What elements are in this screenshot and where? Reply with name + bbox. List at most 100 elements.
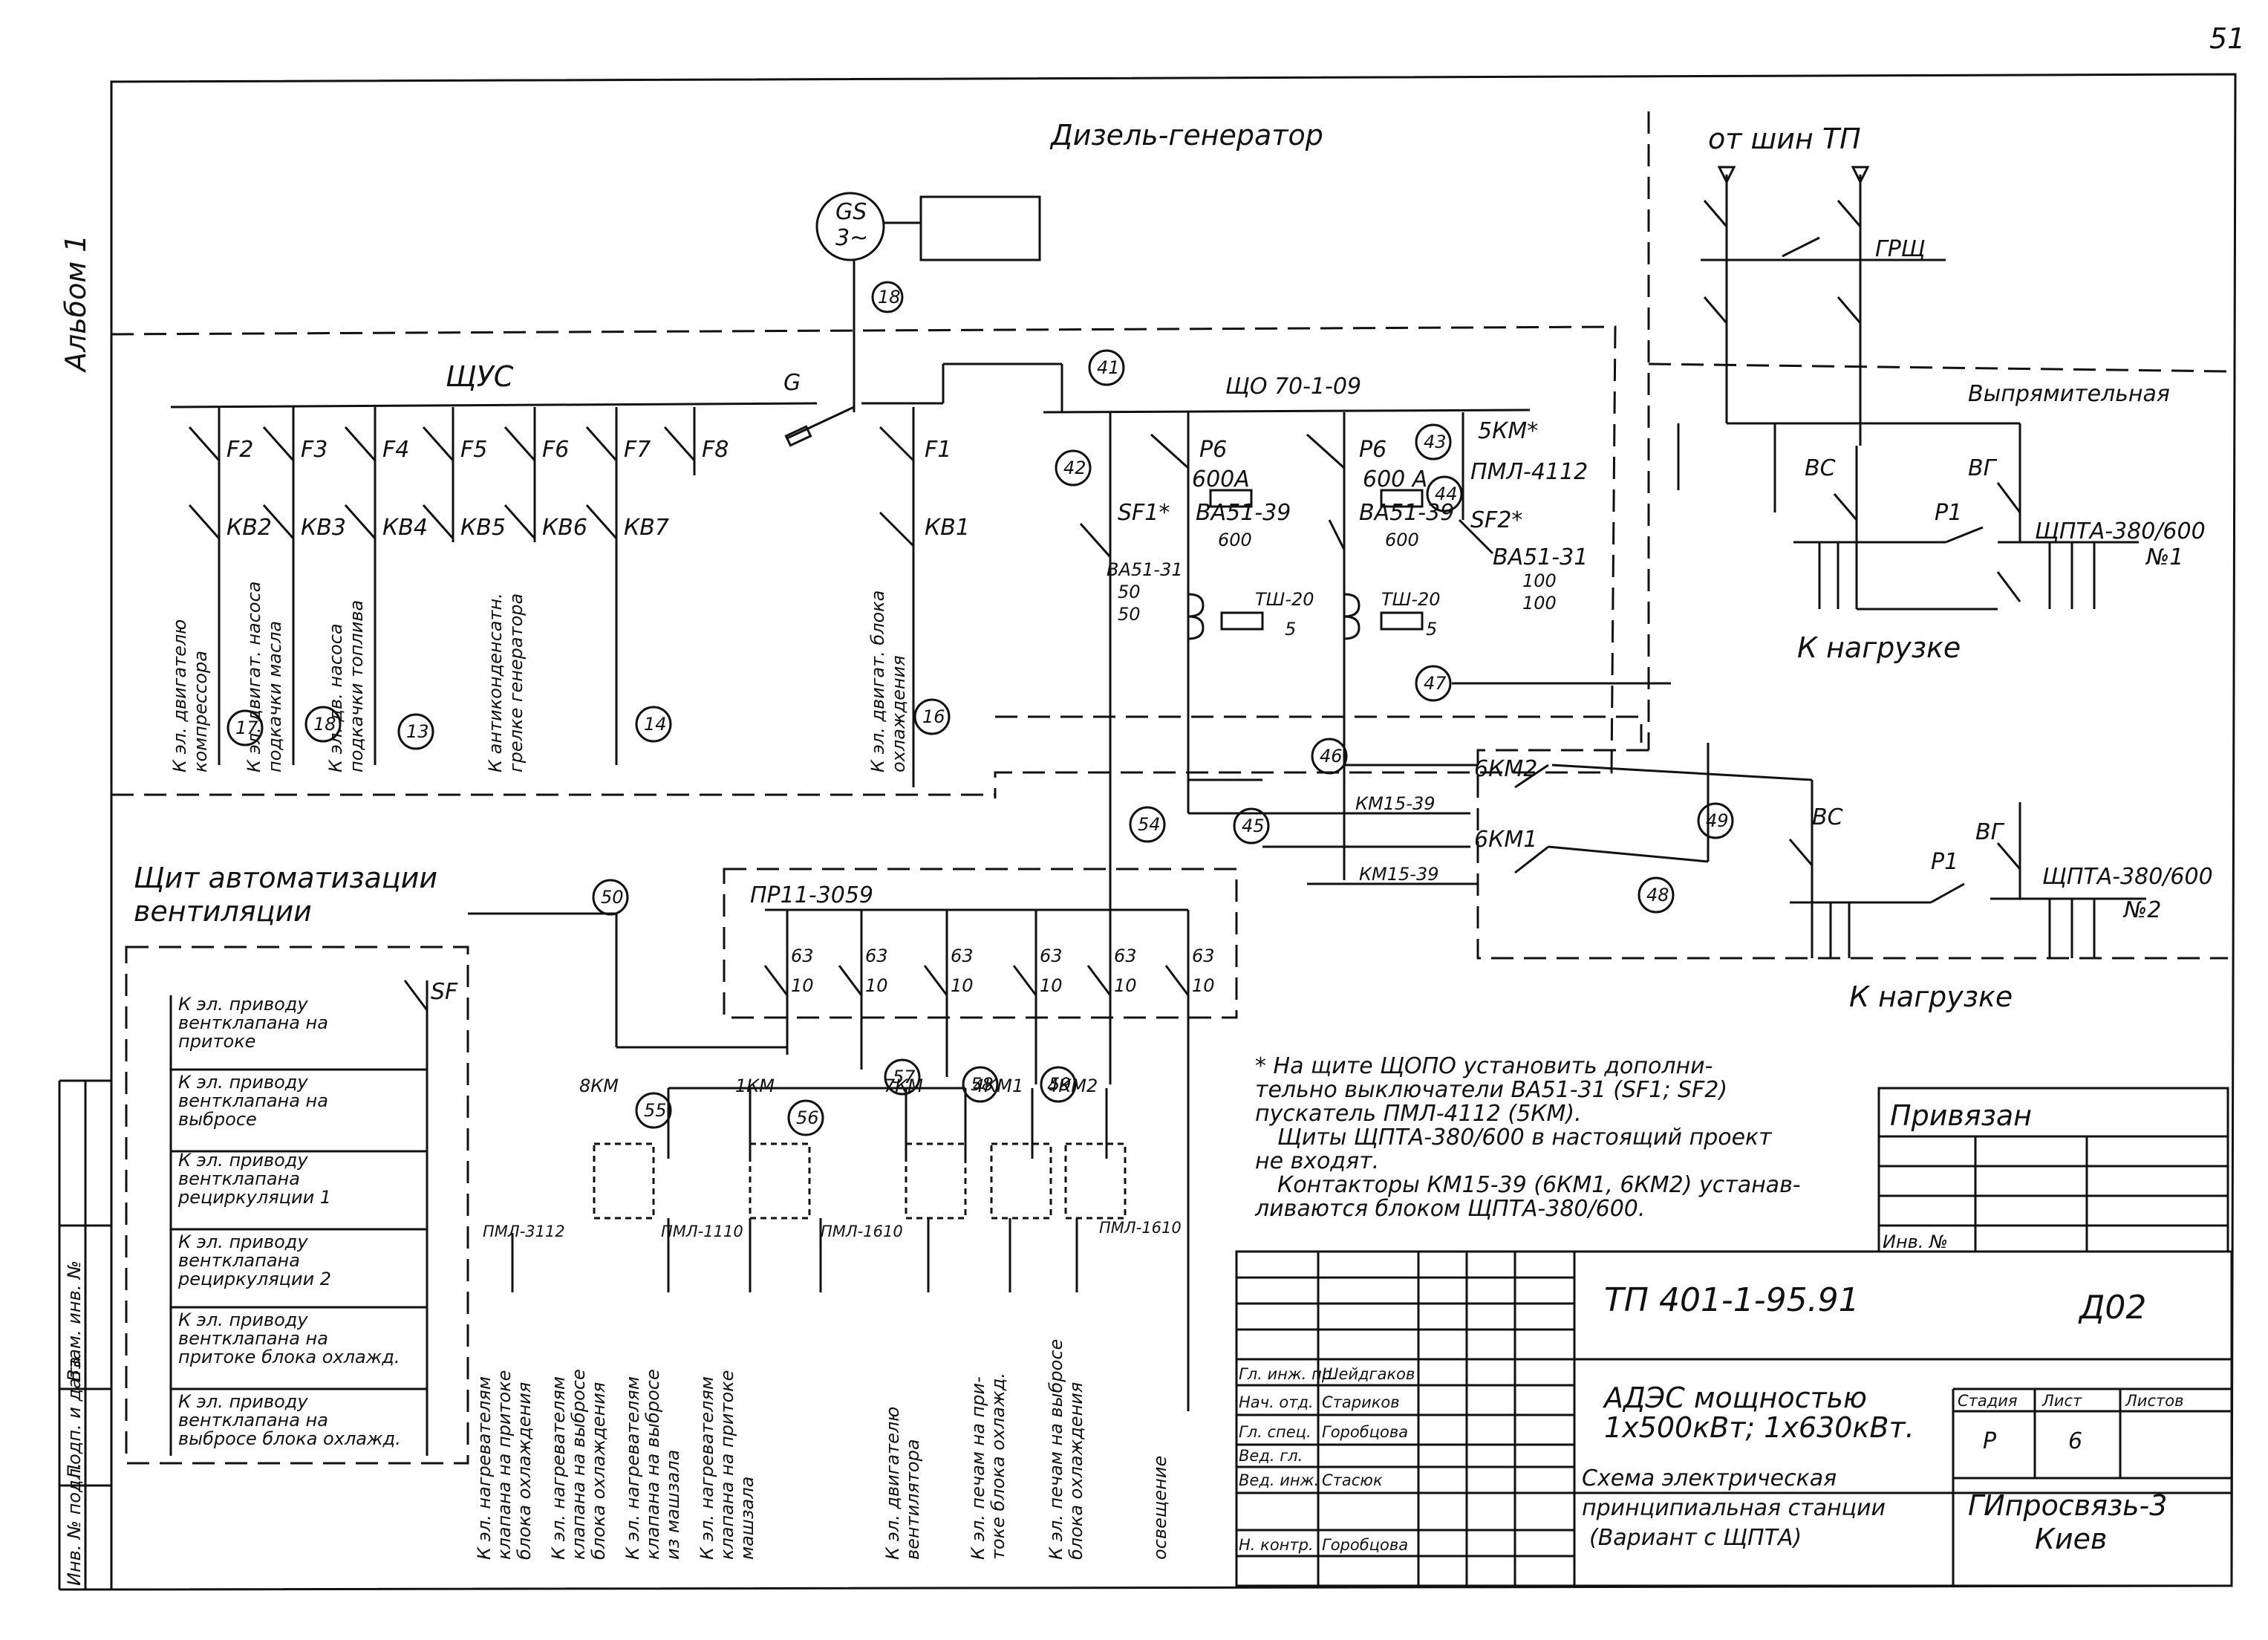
automation-row-line2: вентклапана на [178,1328,328,1349]
marker-50: 50 [601,887,624,908]
breaker-left-rating: 600 [1218,530,1252,550]
contactor-6km1: 6КМ1 [1474,827,1537,853]
stamp-role: Вед. инж. [1239,1471,1319,1489]
feeder-destination-line1: К эл. двигателю [169,619,190,772]
output-destination-line1: К эл. печам на при- [968,1376,988,1560]
sf2-label: SF2* [1470,507,1522,533]
automation-row-line1: К эл. приводу [178,1391,308,1412]
automation-row-line3: рециркуляции 2 [177,1269,331,1289]
stamp-col-sheet: Лист [2041,1392,2082,1410]
feeder-breaker-label: F2 [227,437,253,463]
tp-title: от шин ТП [1708,123,1861,155]
feeder-breaker-label: F5 [460,437,487,463]
fuse-right: Р6 [1359,437,1386,463]
contactor-6km1-type: КМ15-39 [1359,864,1438,885]
note-line: тельно выключатели ВА51-31 (SF1; SF2) [1255,1077,1727,1103]
left-strip-label: Взам. инв. № [64,1260,85,1382]
starter-label: 7КМ [884,1076,923,1096]
feeder-destination-line1: К эл. двигат. насоса [244,581,264,772]
output-destination-line3: машзала [737,1477,757,1560]
contactor-6km2-type: КМ15-39 [1355,793,1435,814]
ct-right: ТШ-20 [1381,589,1441,610]
stamp-col-sheets: Листов [2125,1392,2183,1410]
stamp-name: Стасюк [1322,1471,1383,1489]
marker-46: 46 [1320,746,1343,767]
pr-fuse-current: 10 [951,975,974,996]
automation-row-line2: вентклапана [178,1250,300,1271]
note-line: * На щите ЩОПО установить дополни- [1255,1053,1713,1079]
stamp-sheet: 6 [2068,1428,2082,1454]
marker-43: 43 [1424,432,1447,452]
generator-label: GS [835,199,867,225]
starter-5km: 5КМ* [1478,418,1538,444]
output-destination-line1: К эл. печам на выбросе [1046,1339,1066,1560]
contactor-6km2: 6КМ2 [1474,756,1537,782]
note-line: пускатель ПМЛ-4112 (5КМ). [1255,1101,1582,1127]
starter-type: ПМЛ-1110 [661,1223,743,1240]
feeder-destination-line1: К антиконденсатн. [485,593,506,772]
starter-5km-type: ПМЛ-4112 [1470,459,1588,485]
output-destination-line2: блока охлаждения [1066,1382,1086,1560]
output-destination-line1: К эл. нагревателям [697,1376,717,1560]
feeder-destination-line1: К эл. двигат. блока [867,590,888,772]
output-destination-line2: вентилятора [902,1439,923,1560]
marker-47: 47 [1424,673,1447,694]
stamp-title-1: АДЭС мощностью [1602,1382,1867,1414]
pr-fuse-current: 10 [1114,975,1137,996]
breaker-left: ВА51-39 [1196,500,1291,526]
starter-marker: 56 [796,1107,819,1128]
automation-row-line3: рециркуляции 1 [177,1187,331,1208]
sf1-type: ВА51-31 [1107,559,1183,580]
starter-label: 4КМ1 [973,1076,1023,1096]
panel1-num: №1 [2145,544,2183,570]
sf2-den: 100 [1522,593,1557,614]
marker-44: 44 [1435,484,1458,504]
feeder-contactor-label: КВ4 [382,515,428,541]
output-destination-line2: клапана на выбросе [568,1369,589,1560]
stamp-name: Стариков [1322,1393,1400,1411]
output-destination-line2: токе блока охлажд. [988,1373,1008,1560]
feeder-contactor-label: КВ1 [925,515,970,541]
stamp-role: Гл. спец. [1239,1423,1311,1441]
feeder-marker: 18 [313,714,336,735]
automation-row-line1: К эл. приводу [178,1072,308,1093]
automation-title-2: вентиляции [134,895,312,928]
output-destination-line3: блока охлаждения [514,1382,535,1560]
stamp-desc-3: (Вариант с ЩПТА) [1589,1525,1802,1551]
pr-starters: 8КМ55ПМЛ-31121КМ56ПМЛ-11107КМ57ПМЛ-16104… [483,1067,1182,1240]
automation-row-line1: К эл. приводу [178,1231,308,1252]
marker-49: 49 [1706,810,1729,831]
automation-title-1: Щит автоматизации [134,862,437,894]
stamp-role: Н. контр. [1239,1536,1314,1554]
rectifier-title: Выпрямительная [1968,381,2170,407]
note-line: Щиты ЩПТА-380/600 в настоящий проект [1277,1125,1773,1151]
shcho-title: ЩО 70-1-09 [1225,374,1361,400]
sf1-den: 50 [1118,604,1141,625]
feeder-destination-line1: К эл. дв. насоса [325,623,346,772]
note-line: Контакторы КМ15-39 (6КМ1, 6КМ2) устанав- [1277,1172,1801,1198]
pr-title: ПР11-3059 [750,882,873,908]
feeder-breaker-label: F4 [382,437,409,463]
pr-fuse-current: 10 [791,975,814,996]
stamp-code: ТП 401-1-95.91 [1604,1281,1860,1319]
feeder-breaker-label: F6 [542,437,569,463]
panel2-p: Р1 [1931,849,1958,875]
panel1-vg: ВГ [1968,455,1998,481]
automation-row-line3: выбросе блока охлажд. [178,1428,401,1449]
grsh-label: ГРЩ [1875,236,1926,262]
starter-type: ПМЛ-1610 [1099,1219,1182,1237]
panel1-vc: ВС [1805,455,1836,481]
pr-fuse-current: 10 [1040,975,1063,996]
marker-41: 41 [1097,357,1120,378]
note-line: не входят. [1255,1148,1379,1174]
automation-sf: SF [431,979,458,1005]
output-destination-line2: клапана на притоке [717,1370,737,1560]
left-strip-label: Подп. и дата [64,1357,85,1479]
output-destination-line1: К эл. нагревателям [622,1376,643,1560]
feeder-contactor-label: КВ5 [460,515,506,541]
automation-row-line1: К эл. приводу [178,1150,308,1171]
